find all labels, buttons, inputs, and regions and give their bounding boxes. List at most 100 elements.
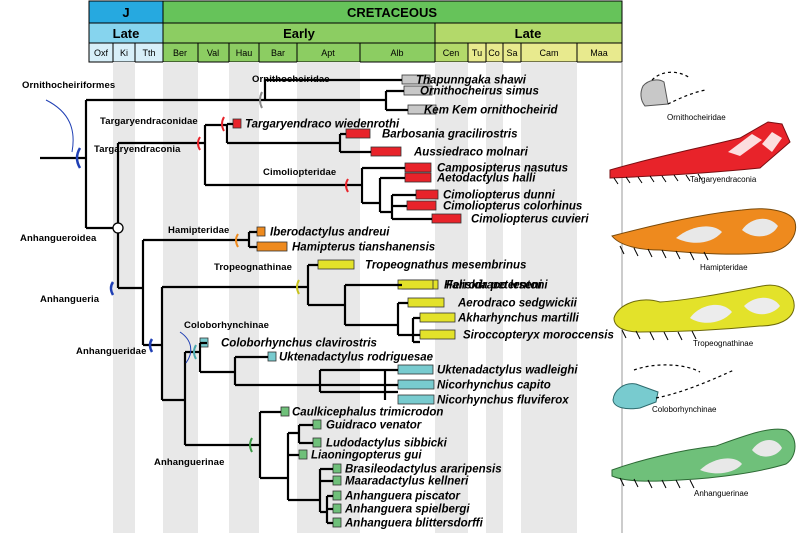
stage-ki-label: Ki — [120, 48, 128, 58]
stage-hau-label: Hau — [236, 48, 253, 58]
taxon-name: Anhanguera spielbergi — [344, 504, 470, 516]
taxon-name: Ferrodraco lentoni — [446, 280, 548, 292]
skull-hamipteridae: Hamipteridae — [611, 208, 797, 272]
range-bar — [232, 118, 242, 129]
taxon-name: Cimoliopterus colorhinus — [443, 201, 582, 213]
node-cimoliopteridae — [205, 166, 432, 221]
arc-ornithocheiriformes — [75, 147, 82, 169]
node-anhanguerinae — [185, 410, 333, 525]
label-hamipteridae: Hamipteridae — [168, 225, 229, 236]
band-hau — [229, 62, 259, 533]
range-bar — [406, 200, 437, 211]
arc-coloborhynchinae — [193, 344, 197, 360]
band-co — [486, 62, 503, 533]
arc-tropeognathinae — [296, 279, 300, 295]
label-ornithocheiridae: Ornithocheiridae — [252, 74, 330, 85]
stage-cam-label: Cam — [539, 48, 558, 58]
label-anhanguerinae: Anhanguerinae — [154, 457, 224, 468]
range-bar — [404, 162, 432, 173]
taxon-name: Cimoliopterus dunni — [443, 190, 556, 202]
clade-labels: Ornithocheiriformes Ornithocheiridae Tar… — [20, 74, 336, 468]
label-anhangueroidea: Anhangueroidea — [20, 233, 97, 244]
range-bar — [256, 241, 288, 252]
caption-tropeognathinae: Tropeognathinae — [693, 339, 754, 348]
node-anhangueridae — [143, 287, 164, 400]
range-bar — [397, 364, 434, 375]
range-bar — [256, 226, 266, 237]
range-bar — [397, 379, 435, 390]
band-cen — [435, 62, 468, 533]
taxon-name: Ornithocheirus simus — [420, 86, 539, 98]
taxon-name: Caulkicephalus trimicrodon — [292, 407, 443, 419]
label-targaryendraconidae: Targaryendraconidae — [100, 116, 198, 127]
range-bar — [317, 259, 355, 270]
taxon-name: Maaradactylus kellneri — [345, 476, 469, 488]
arc-anhangueria — [109, 281, 115, 296]
range-bar — [312, 437, 322, 448]
range-bar — [370, 146, 402, 157]
epoch-early-cretaceous-label: Early — [283, 26, 316, 41]
range-bar — [397, 279, 434, 290]
anhangueroidea-node-marker — [112, 222, 124, 234]
band-cam — [521, 62, 577, 533]
taxon-name: Uktenadactylus wadleighi — [437, 365, 578, 377]
stage-cen-label: Cen — [443, 48, 460, 58]
pointer-coloborhynchinae — [179, 331, 192, 364]
taxon-name: Tropeognathus mesembrinus — [365, 260, 526, 272]
taxon-name: Nicorhynchus capito — [437, 380, 551, 392]
node-hamipteridae — [143, 230, 257, 249]
skull-ornithocheiridae: Ornithocheiridae — [640, 71, 726, 122]
node-arcs — [45, 91, 349, 453]
band-ber — [163, 62, 198, 533]
taxon-name: Aerodraco sedgwickii — [457, 298, 578, 310]
epoch-late-cretaceous-label: Late — [515, 26, 542, 41]
label-coloborhynchinae: Coloborhynchinae — [184, 320, 269, 331]
stage-bar-label: Bar — [271, 48, 285, 58]
taxon-name: Targaryendraco wiedenrothi — [245, 119, 400, 131]
arc-hamipteridae — [235, 233, 239, 248]
range-bar — [397, 394, 435, 405]
taxon-name: Aetodactylus halli — [436, 173, 536, 185]
range-bar — [332, 503, 342, 514]
taxon-name: Brasileodactylus araripensis — [345, 464, 502, 476]
node-coloborhynchinae — [185, 341, 398, 400]
label-cimoliopteridae: Cimoliopteridae — [263, 167, 336, 178]
range-bar — [267, 351, 277, 362]
caption-hamipteridae: Hamipteridae — [700, 263, 748, 272]
stage-ber-label: Ber — [173, 48, 187, 58]
taxon-name: Anhanguera piscator — [344, 491, 461, 503]
node-ornithocheiriformes — [84, 98, 265, 228]
range-bar — [280, 406, 290, 417]
taxon-name: Haliskia peterseni — [444, 280, 543, 292]
range-bar — [419, 312, 456, 323]
epoch-late-jurassic-label: Late — [113, 26, 140, 41]
taxon-name: Akharhynchus martilli — [457, 313, 580, 325]
range-bar — [419, 329, 456, 340]
stage-co-label: Co — [488, 48, 500, 58]
caption-targaryendraconia: Targaryendraconia — [690, 175, 757, 184]
taxon-name: Liaoningopterus gui — [311, 450, 422, 462]
taxon-name: Anhanguera blittersdorffi — [344, 518, 484, 530]
taxon-name: Aussiedraco molnari — [413, 147, 529, 159]
stage-tth-label: Tth — [142, 48, 155, 58]
stage-val-label: Val — [207, 48, 219, 58]
node-anhangueria — [118, 240, 145, 345]
node-targaryendraconia — [118, 125, 207, 185]
taxon-name: Camposipterus nasutus — [437, 163, 568, 175]
period-cretaceous-label: CRETACEOUS — [347, 5, 437, 20]
range-bar — [332, 475, 342, 486]
arc-ornithocheiridae — [259, 91, 263, 109]
band-ki — [113, 62, 135, 533]
taxon-name: Guidraco venator — [326, 420, 422, 432]
taxon-name: Kem Kem ornithocheirid — [424, 105, 559, 117]
range-bar — [407, 297, 445, 308]
node-ornithocheiridae — [263, 78, 408, 112]
skull-targaryendraconia: Targaryendraconia — [609, 121, 791, 185]
stage-apt-label: Apt — [321, 48, 335, 58]
pointer-ornithocheiriformes — [45, 99, 74, 153]
range-bar — [415, 189, 439, 200]
label-targaryendraconia: Targaryendraconia — [94, 144, 181, 155]
taxon-name: Siroccopteryx moroccensis — [463, 330, 614, 342]
arc-targaryendraconidae — [221, 116, 225, 132]
